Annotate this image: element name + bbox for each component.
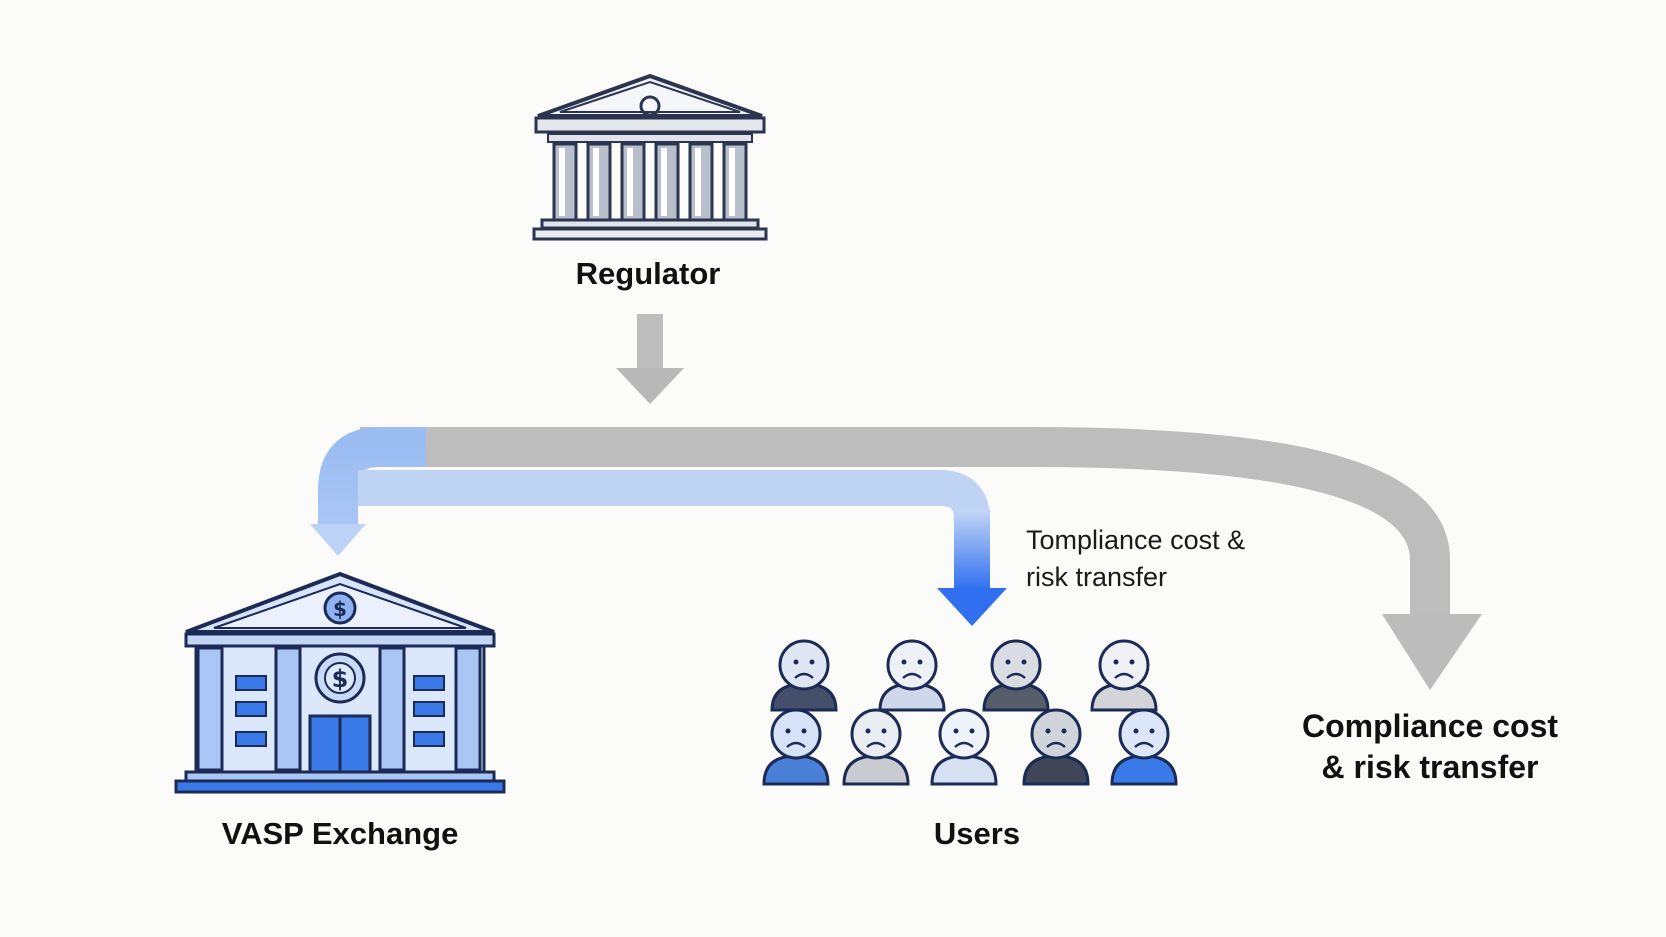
svg-text:$: $ <box>333 597 347 621</box>
users-label: Users <box>933 816 1021 851</box>
sad-person-icon <box>982 639 1050 712</box>
sad-person-icon <box>762 708 830 786</box>
vasp-exchange-icon: $ $ <box>174 571 506 794</box>
sad-person-icon <box>842 708 910 786</box>
users-arrowhead <box>937 588 1007 626</box>
vasp-exchange-label: VASP Exchange <box>221 816 459 851</box>
svg-text:$: $ <box>332 665 349 693</box>
compliance-transfer-label: Compliance cost & risk transfer <box>1301 708 1559 785</box>
flow-arrow-compliance <box>360 427 1450 622</box>
transfer-annotation: Tompliance cost & risk transfer <box>1026 522 1306 596</box>
sad-person-icon <box>930 708 998 786</box>
vasp-arrowhead <box>310 524 366 556</box>
sad-person-icon <box>1022 708 1090 786</box>
sad-person-icon <box>770 639 838 712</box>
annotation-line-2: risk transfer <box>1026 562 1168 592</box>
sad-person-icon <box>1090 639 1158 712</box>
flow-arrow-users <box>358 470 990 582</box>
users-group-icon <box>762 639 1178 786</box>
flow-arrow-vasp <box>318 427 426 528</box>
sad-person-icon <box>1110 708 1178 786</box>
regulator-label: Regulator <box>575 256 721 291</box>
compliance-arrowhead <box>1382 614 1482 690</box>
regulator-bank-icon <box>532 73 768 241</box>
sad-person-icon <box>878 639 946 712</box>
annotation-line-1: Tompliance cost & <box>1026 525 1246 555</box>
regulator-down-arrow <box>616 314 684 404</box>
